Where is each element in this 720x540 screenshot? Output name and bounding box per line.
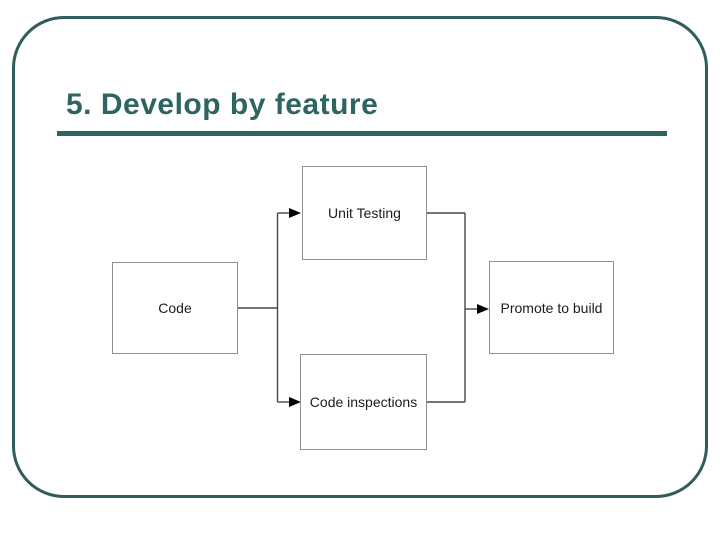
flow-node-unit-testing-label: Unit Testing xyxy=(328,205,401,221)
flow-node-promote-to-build-label: Promote to build xyxy=(500,299,603,316)
title-underline xyxy=(57,131,667,136)
flow-node-code: Code xyxy=(112,262,238,354)
slide-title: 5. Develop by feature xyxy=(66,88,379,121)
slide-border xyxy=(12,16,708,498)
flow-node-code-inspections-label: Code inspections xyxy=(309,394,418,410)
flow-node-promote-to-build: Promote to build xyxy=(489,261,614,354)
flow-node-code-inspections: Code inspections xyxy=(300,354,427,450)
flow-node-unit-testing: Unit Testing xyxy=(302,166,427,260)
flow-node-code-label: Code xyxy=(158,300,192,316)
